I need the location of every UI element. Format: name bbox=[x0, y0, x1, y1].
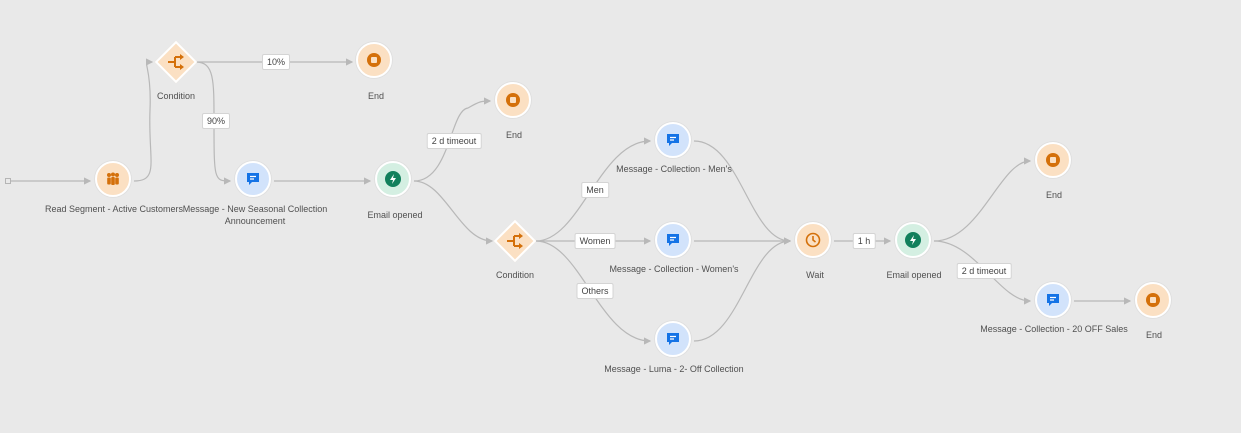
end-2-label: End bbox=[505, 130, 522, 140]
edge-label-timeout-2[interactable]: 2 d timeout bbox=[956, 263, 1012, 279]
message-icon bbox=[667, 134, 679, 146]
edge-label-others[interactable]: Others bbox=[576, 283, 614, 299]
message-icon bbox=[1047, 294, 1059, 306]
end-node-4[interactable] bbox=[1135, 282, 1171, 318]
clock-icon bbox=[805, 232, 821, 248]
edge-label-timeout-1[interactable]: 2 d timeout bbox=[426, 133, 482, 149]
end-node-2[interactable] bbox=[495, 82, 531, 118]
message-womens-node[interactable] bbox=[655, 222, 691, 258]
message-seasonal-label: Message - New Seasonal Collection Announ… bbox=[182, 204, 328, 226]
edge-label-1h[interactable]: 1 h bbox=[852, 233, 876, 249]
wait-node[interactable] bbox=[795, 222, 831, 258]
connector-email-end bbox=[413, 97, 492, 182]
event-bolt-icon bbox=[905, 232, 921, 248]
message-luma-node[interactable] bbox=[655, 321, 691, 357]
condition-1-label: Condition bbox=[156, 91, 196, 101]
message-icon bbox=[247, 173, 259, 185]
edge-label-women[interactable]: Women bbox=[574, 233, 616, 249]
message-icon bbox=[667, 333, 679, 345]
connector-read-condition bbox=[133, 58, 154, 182]
stop-icon bbox=[1146, 293, 1160, 307]
stop-icon bbox=[1046, 153, 1060, 167]
wait-label: Wait bbox=[806, 270, 824, 280]
message-20off-node[interactable] bbox=[1035, 282, 1071, 318]
read-segment-label: Read Segment - Active Customers bbox=[44, 204, 184, 214]
message-seasonal-node[interactable] bbox=[235, 161, 271, 197]
message-mens-label: Message - Collection - Men's bbox=[616, 164, 732, 174]
end-4-label: End bbox=[1145, 330, 1162, 340]
edge-label-10pct[interactable]: 10% bbox=[261, 54, 291, 70]
message-luma-label: Message - Luma - 2- Off Collection bbox=[604, 364, 744, 374]
edge-label-men[interactable]: Men bbox=[581, 182, 609, 198]
end-3-label: End bbox=[1045, 190, 1062, 200]
connector-luma-wait bbox=[693, 237, 792, 342]
email-opened-node-1[interactable] bbox=[375, 161, 411, 197]
stop-icon bbox=[367, 53, 381, 67]
journey-start-marker bbox=[5, 178, 11, 184]
edge-label-90pct[interactable]: 90% bbox=[201, 113, 231, 129]
end-node-3[interactable] bbox=[1035, 142, 1071, 178]
email-opened-1-label: Email opened bbox=[367, 210, 423, 220]
connector-mens-wait bbox=[693, 140, 792, 245]
connector-email-end3 bbox=[933, 157, 1032, 242]
message-icon bbox=[667, 234, 679, 246]
read-segment-node[interactable] bbox=[95, 161, 131, 197]
message-womens-label: Message - Collection - Women's bbox=[609, 264, 739, 274]
end-1-label: End bbox=[367, 91, 384, 101]
email-opened-2-label: Email opened bbox=[886, 270, 942, 280]
stop-icon bbox=[506, 93, 520, 107]
end-node-1[interactable] bbox=[356, 42, 392, 78]
message-20off-label: Message - Collection - 20 OFF Sales bbox=[980, 324, 1128, 334]
email-opened-node-2[interactable] bbox=[895, 222, 931, 258]
message-mens-node[interactable] bbox=[655, 122, 691, 158]
event-bolt-icon bbox=[385, 171, 401, 187]
connector-email-condition bbox=[413, 180, 494, 245]
condition-2-label: Condition bbox=[495, 270, 535, 280]
audience-icon bbox=[107, 172, 119, 185]
